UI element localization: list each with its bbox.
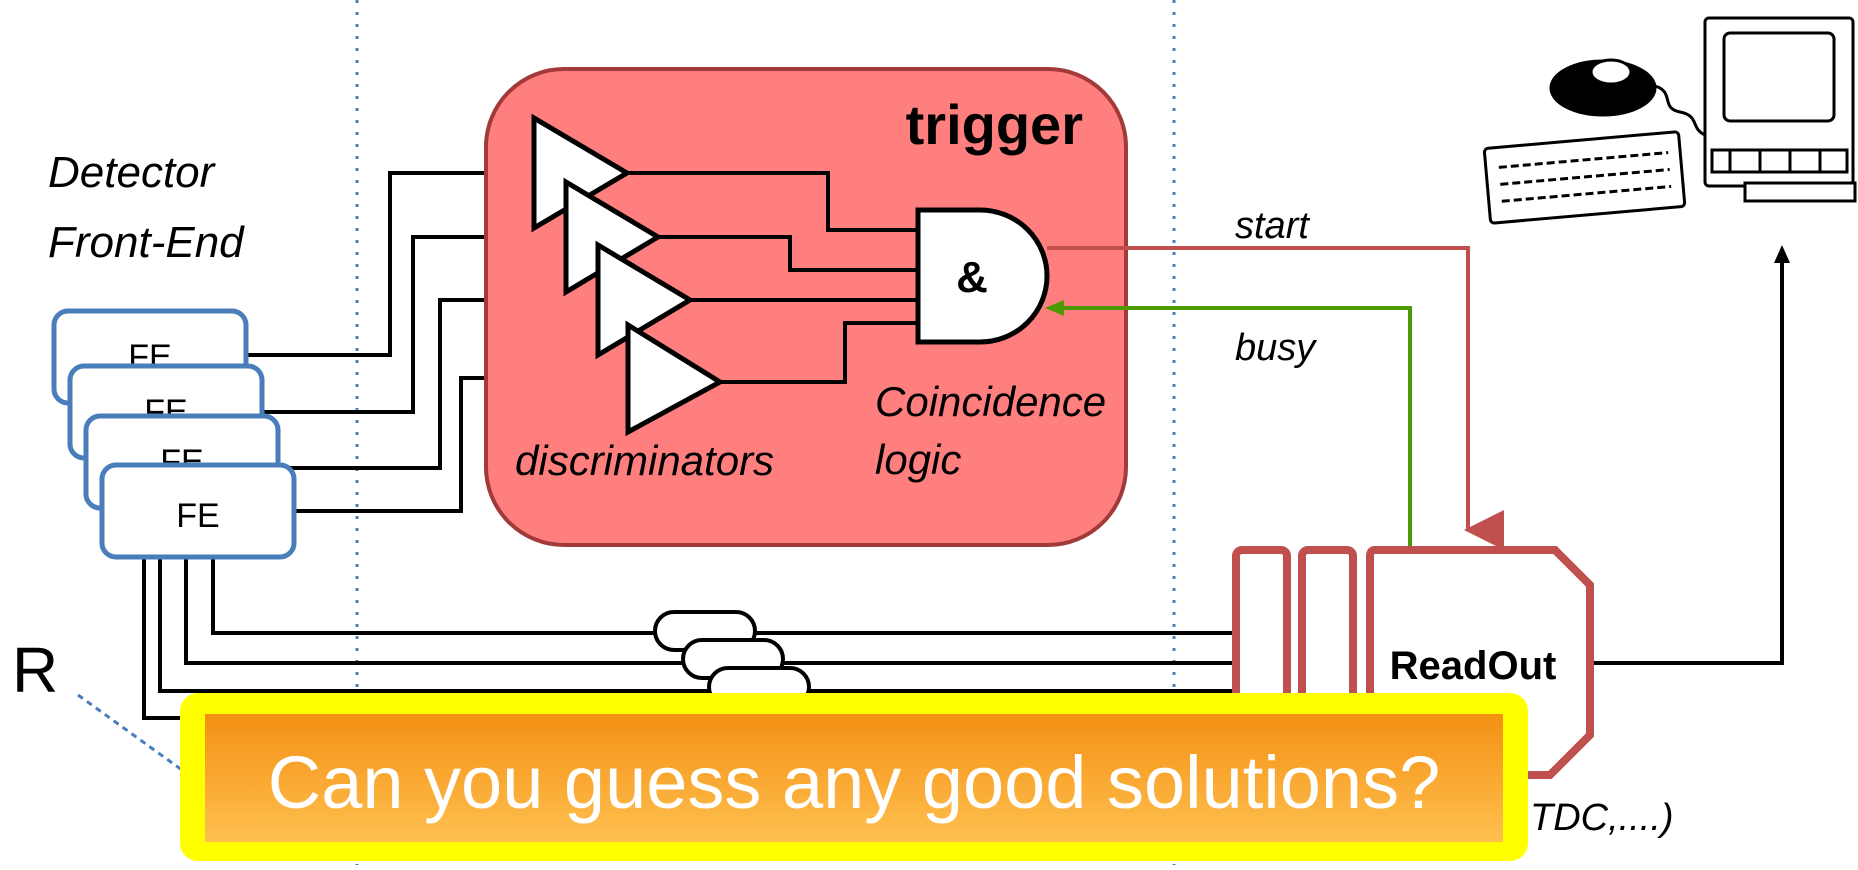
- discriminator-to-gate-wires: [625, 171, 918, 384]
- readout-caption: TDC,....): [1530, 797, 1674, 839]
- trigger-title: trigger: [906, 93, 1083, 156]
- readout-label: ReadOut: [1390, 644, 1557, 688]
- discriminators-label: discriminators: [515, 437, 774, 484]
- and-gate: [915, 207, 1050, 345]
- question-banner-text: Can you guess any good solutions?: [268, 741, 1440, 824]
- fe-box-4: FE: [99, 462, 297, 560]
- detector-label-line2: Front-End: [48, 218, 245, 267]
- coincidence-label-line2: logic: [875, 436, 961, 483]
- start-label: start: [1235, 205, 1310, 247]
- busy-signal-line: [1060, 306, 1412, 550]
- start-signal-line: [1047, 246, 1504, 550]
- coincidence-label-line1: Coincidence: [875, 378, 1106, 425]
- side-symbol-pointer: [77, 693, 183, 772]
- side-symbol: R: [12, 634, 58, 706]
- busy-arrowhead: [1045, 300, 1064, 316]
- question-banner: Can you guess any good solutions?: [180, 693, 1528, 861]
- busy-label: busy: [1235, 327, 1317, 369]
- discriminator-triangles: [531, 113, 725, 437]
- readout-to-computer-line: [1594, 260, 1784, 665]
- fe-box-4-label: FE: [176, 497, 219, 535]
- computer-arrowhead: [1774, 245, 1790, 263]
- detector-label-line1: Detector: [48, 148, 217, 197]
- and-gate-symbol: &: [956, 253, 988, 302]
- computer-icon: [1482, 16, 1857, 225]
